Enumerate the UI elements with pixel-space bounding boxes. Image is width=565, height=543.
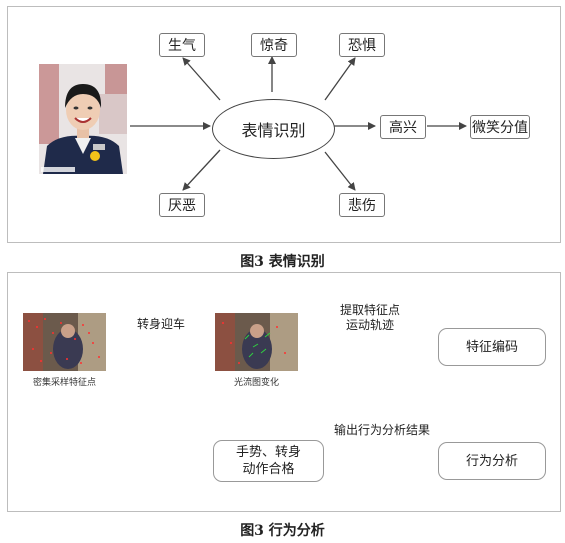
center-node-expression-recognition: 表情识别 bbox=[212, 99, 335, 159]
figure1-caption: 图3 表情识别 bbox=[240, 254, 325, 270]
feature-encoding-label: 特征编码 bbox=[465, 339, 518, 355]
arrow2-label-line2: 运动轨迹 bbox=[345, 318, 394, 332]
emotion-disgust-label: 厌恶 bbox=[168, 198, 196, 214]
figure2-caption: 图3 行为分析 bbox=[240, 523, 325, 539]
arrow-to-angry bbox=[182, 57, 221, 101]
result-box: 手势、转身 动作合格 bbox=[213, 440, 324, 482]
emotion-happy-label: 高兴 bbox=[389, 120, 417, 136]
optical-flow-image bbox=[215, 313, 298, 371]
emotion-sad: 悲伤 bbox=[339, 193, 385, 217]
arrow2-label: 提取特征点 运动轨迹 bbox=[322, 303, 418, 333]
emotion-surprise: 惊奇 bbox=[251, 33, 297, 57]
emotion-surprise-label: 惊奇 bbox=[260, 38, 288, 54]
officer-photo bbox=[39, 64, 127, 174]
dense-sampling-image bbox=[23, 313, 106, 371]
emotion-sad-label: 悲伤 bbox=[348, 198, 376, 214]
emotion-angry-label: 生气 bbox=[168, 38, 196, 54]
smile-score-label: 微笑分值 bbox=[472, 120, 528, 136]
arrow-to-fear bbox=[324, 57, 356, 101]
behavior-analysis-box: 行为分析 bbox=[438, 442, 546, 480]
arrow2-label-line1: 提取特征点 bbox=[339, 303, 400, 317]
emotion-angry: 生气 bbox=[159, 33, 205, 57]
smile-score-box: 微笑分值 bbox=[470, 115, 530, 139]
emotion-fear: 恐惧 bbox=[339, 33, 385, 57]
emotion-disgust: 厌恶 bbox=[159, 193, 205, 217]
arrow3-label: 输出行为分析结果 bbox=[333, 423, 430, 437]
center-label: 表情识别 bbox=[241, 121, 306, 140]
result-line1: 手势、转身 bbox=[235, 445, 301, 460]
arrow1-label: 转身迎车 bbox=[136, 317, 185, 331]
arrow-to-disgust bbox=[182, 149, 221, 191]
dense-sampling-label: 密集采样特征点 bbox=[32, 378, 96, 388]
behavior-analysis-label: 行为分析 bbox=[465, 453, 518, 469]
emotion-fear-label: 恐惧 bbox=[348, 38, 376, 54]
optical-flow-label: 光流图变化 bbox=[233, 378, 279, 388]
emotion-happy: 高兴 bbox=[380, 115, 426, 139]
result-line2: 动作合格 bbox=[242, 462, 295, 477]
feature-encoding-box: 特征编码 bbox=[438, 328, 546, 366]
arrow-to-sad bbox=[324, 151, 356, 191]
